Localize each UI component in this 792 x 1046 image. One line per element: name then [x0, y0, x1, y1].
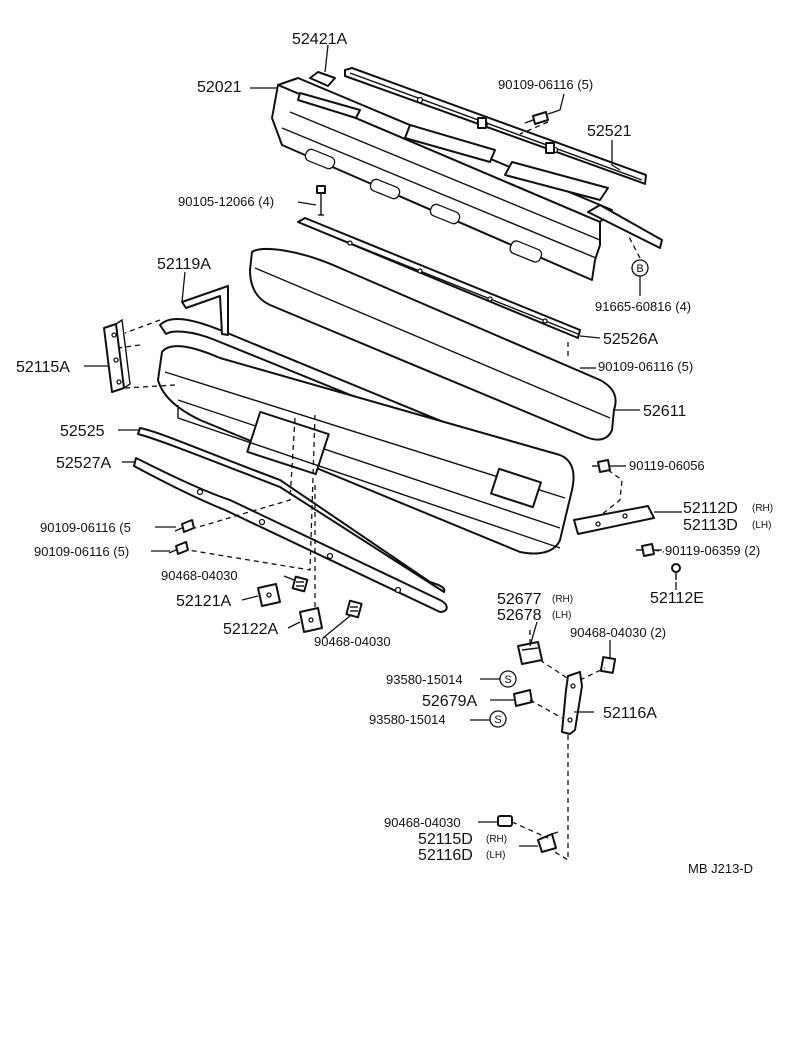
part-52122A-bracket — [299, 607, 323, 633]
label-52677-rh: (RH) — [552, 594, 573, 605]
label-52112E: 52112E — [650, 590, 704, 607]
label-93580-15014-a: 93580-15014 — [386, 672, 463, 687]
label-52113D: 52113D — [683, 517, 738, 534]
part-52679A-clip — [513, 689, 533, 707]
part-52021-reinforcement — [271, 77, 663, 281]
label-52113D-lh: (LH) — [752, 520, 771, 531]
label-52116A: 52116A — [603, 705, 657, 722]
bolt-90105-12066 — [316, 185, 326, 216]
screw-90109-06116-b — [168, 541, 189, 555]
leader-lines — [84, 44, 682, 847]
label-52527A: 52527A — [56, 455, 111, 472]
label-52611: 52611 — [643, 403, 686, 420]
symbol-b-text: B — [636, 263, 643, 275]
part-bumper-body — [157, 345, 575, 555]
label-90119-06056: 90119-06056 — [629, 458, 705, 473]
catalog-code: MB J213-D — [688, 861, 753, 876]
clip-90468-04030-b — [345, 599, 363, 619]
symbol-s-circle-a: S — [499, 670, 517, 688]
part-52115D-clip — [537, 831, 559, 853]
label-52677: 52677 — [497, 591, 542, 608]
label-52678-lh: (LH) — [552, 610, 571, 621]
label-52112D-rh: (RH) — [752, 503, 773, 514]
part-52527A-retainer — [133, 457, 448, 613]
label-52121A: 52121A — [176, 593, 231, 610]
label-90109-06116-mid: 90109-06116 (5) — [598, 359, 693, 374]
part-52115A-bracket — [103, 318, 131, 393]
label-52679A: 52679A — [422, 693, 477, 710]
label-52116D-lh: (LH) — [486, 850, 505, 861]
label-90468-04030-a: 90468-04030 — [161, 568, 238, 583]
screw-90109-06116-a — [174, 519, 195, 533]
symbol-b-circle: B — [631, 259, 649, 277]
label-90109-06116-a: 90109-06116 (5 — [40, 520, 131, 535]
label-52116D: 52116D — [418, 847, 473, 864]
clip-90468-04030-2 — [599, 656, 617, 674]
part-52526A-retainer — [297, 217, 581, 339]
bolt-90109-06116-top — [524, 111, 549, 125]
label-52115A: 52115A — [16, 359, 70, 376]
label-52122A: 52122A — [223, 621, 278, 638]
part-52521-strip — [344, 67, 647, 185]
label-52521: 52521 — [587, 123, 632, 140]
alignment-lines — [117, 121, 665, 862]
label-52021: 52021 — [197, 79, 242, 96]
label-52525: 52525 — [60, 423, 105, 440]
screw-90119-06359 — [636, 543, 655, 557]
clip-90468-04030-a — [291, 575, 309, 593]
label-52119A: 52119A — [157, 256, 211, 273]
label-93580-15014-b: 93580-15014 — [369, 712, 446, 727]
symbol-s-circle-b: S — [489, 710, 507, 728]
part-52525-seal — [137, 427, 446, 593]
screw-90119-06056 — [592, 459, 611, 473]
label-52421A: 52421A — [292, 31, 347, 48]
label-52112D: 52112D — [683, 500, 738, 517]
label-90119-06359: 90119-06359 (2) — [665, 543, 760, 558]
part-52112D-bracket — [573, 505, 655, 535]
label-52115D-rh: (RH) — [486, 834, 507, 845]
symbol-s-text-a: S — [504, 674, 511, 686]
symbol-s-text-b: S — [494, 714, 501, 726]
part-52421A-pad — [309, 71, 336, 87]
part-labels: 52421A 52021 90109-06116 (5) 52521 90105… — [16, 31, 773, 876]
label-90468-04030-b: 90468-04030 — [314, 634, 391, 649]
label-90109-06116-top: 90109-06116 (5) — [498, 77, 593, 92]
label-90109-06116-b: 90109-06116 (5) — [34, 544, 129, 559]
label-91665-60816: 91665-60816 (4) — [595, 299, 691, 314]
label-52115D: 52115D — [418, 831, 473, 848]
part-52116A-stay — [561, 671, 583, 735]
label-52526A: 52526A — [603, 331, 658, 348]
label-90468-04030-c: 90468-04030 — [384, 815, 461, 830]
part-52121A-bracket — [257, 583, 281, 607]
label-52678: 52678 — [497, 607, 542, 624]
part-52112E-pin — [671, 563, 681, 580]
label-90105-12066: 90105-12066 (4) — [178, 194, 274, 209]
clip-90468-04030-c — [497, 815, 513, 827]
label-90468-04030-2: 90468-04030 (2) — [570, 625, 666, 640]
